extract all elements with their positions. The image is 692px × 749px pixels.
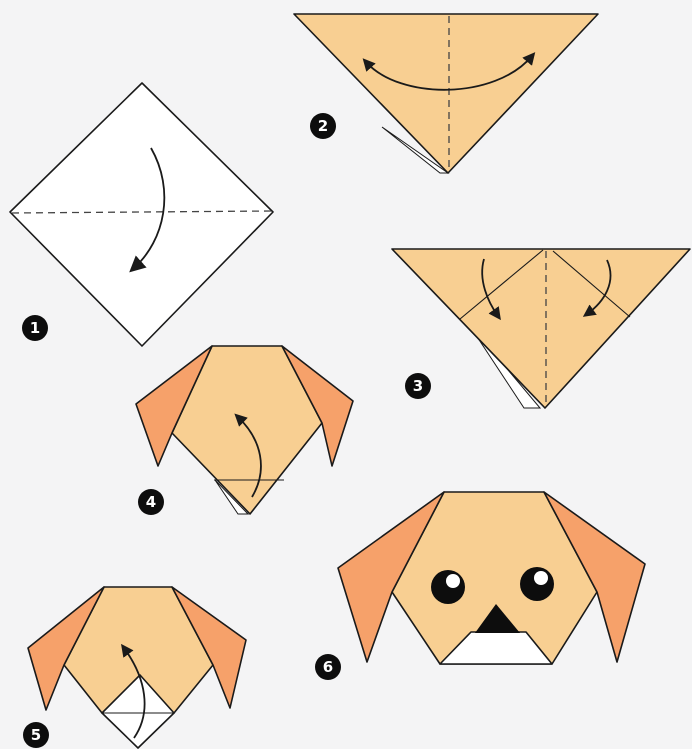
step-3-diagram	[392, 249, 690, 408]
step-badge-4: 4	[138, 489, 164, 515]
step-badge-3: 3	[405, 373, 431, 399]
step-number: 3	[413, 377, 423, 395]
step-number: 4	[146, 493, 156, 511]
step-number: 1	[30, 319, 40, 337]
folded-triangle	[392, 249, 690, 408]
step-1-diagram	[10, 83, 273, 346]
step-badge-6: 6	[315, 654, 341, 680]
step-6-diagram	[338, 492, 645, 664]
folded-triangle	[294, 14, 598, 173]
step-number: 2	[318, 117, 328, 135]
step-number: 6	[323, 658, 333, 676]
step-4-diagram	[136, 346, 353, 514]
left-eye	[431, 570, 465, 604]
right-eye	[520, 567, 554, 601]
step-badge-2: 2	[310, 113, 336, 139]
step-badge-1: 1	[22, 315, 48, 341]
square-paper	[10, 83, 273, 346]
step-number: 5	[31, 726, 41, 744]
step-5-diagram	[28, 587, 246, 748]
step-badge-5: 5	[23, 722, 49, 748]
step-2-diagram	[294, 14, 598, 173]
